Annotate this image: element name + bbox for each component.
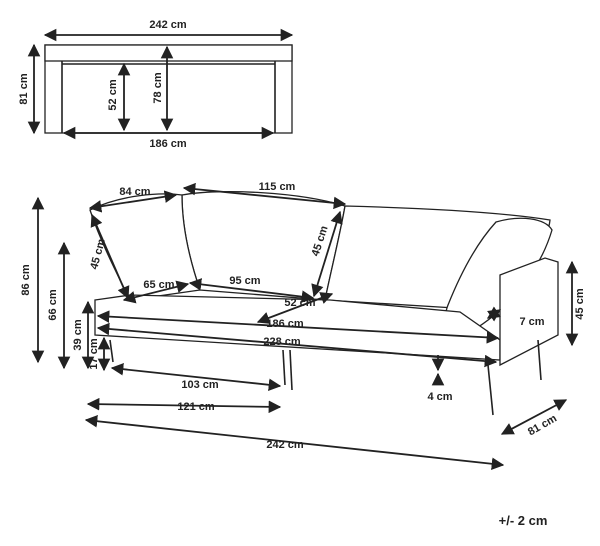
leg-front-middle-b [289, 349, 293, 391]
leg-front-right [487, 364, 494, 416]
label-back-height: 66 cm [47, 289, 59, 320]
label-seat-front: 52 cm [284, 297, 315, 309]
top-view-backrest [44, 44, 293, 62]
dim-armrest-width [486, 306, 502, 322]
top-total-depth-label: 78 cm [152, 72, 164, 103]
top-width-label: 242 cm [149, 19, 187, 31]
right-armrest [499, 257, 559, 367]
tolerance-label: +/- 2 cm [499, 513, 548, 528]
label-total-height: 86 cm [20, 264, 32, 295]
dim-cushion-width [182, 182, 347, 210]
label-seat-height: 39 cm [72, 319, 84, 350]
dim-total-width [84, 414, 505, 471]
front-view: 84 cm 115 cm 45 cm 45 cm 86 cm 66 cm 39 … [20, 181, 586, 471]
label-half-base: 103 cm [181, 379, 219, 391]
leg-back-right [537, 339, 542, 381]
dim-cushion-height-a [90, 213, 130, 300]
label-armrest-to-back: 84 cm [119, 186, 150, 198]
label-seat-depth: 65 cm [143, 279, 174, 291]
label-total-depth: 81 cm [526, 412, 559, 438]
leg-front-left [109, 339, 114, 363]
dim-half-base [110, 362, 282, 392]
label-seat-inner: 95 cm [229, 275, 260, 287]
label-leg-clearance: 4 cm [427, 391, 452, 403]
label-armrest-height: 45 cm [574, 288, 586, 319]
label-leg-height: 17 cm [88, 338, 100, 369]
dim-half-total [86, 397, 282, 414]
dim-armrest-to-back [88, 190, 178, 213]
dim-seat-depth [122, 280, 190, 304]
top-depth-label: 81 cm [18, 73, 30, 104]
dim-cushion-height-b [311, 210, 343, 298]
label-base-width: 228 cm [263, 336, 301, 348]
label-cushion-height-a: 45 cm [88, 237, 108, 270]
label-cushion-width: 115 cm [259, 181, 296, 193]
top-inner-width-label: 186 cm [149, 138, 187, 150]
label-seat-width: 186 cm [266, 318, 304, 330]
leg-front-middle-a [282, 349, 286, 386]
label-armrest-width: 7 cm [519, 316, 544, 328]
label-half-total: 121 cm [177, 401, 215, 413]
top-view: 242 cm 81 cm 52 cm 78 cm 186 cm [18, 19, 294, 150]
label-total-width: 242 cm [266, 439, 304, 451]
dim-total-depth [500, 399, 568, 435]
dim-base-width [96, 322, 498, 368]
top-seat-depth-label: 52 cm [107, 79, 119, 110]
